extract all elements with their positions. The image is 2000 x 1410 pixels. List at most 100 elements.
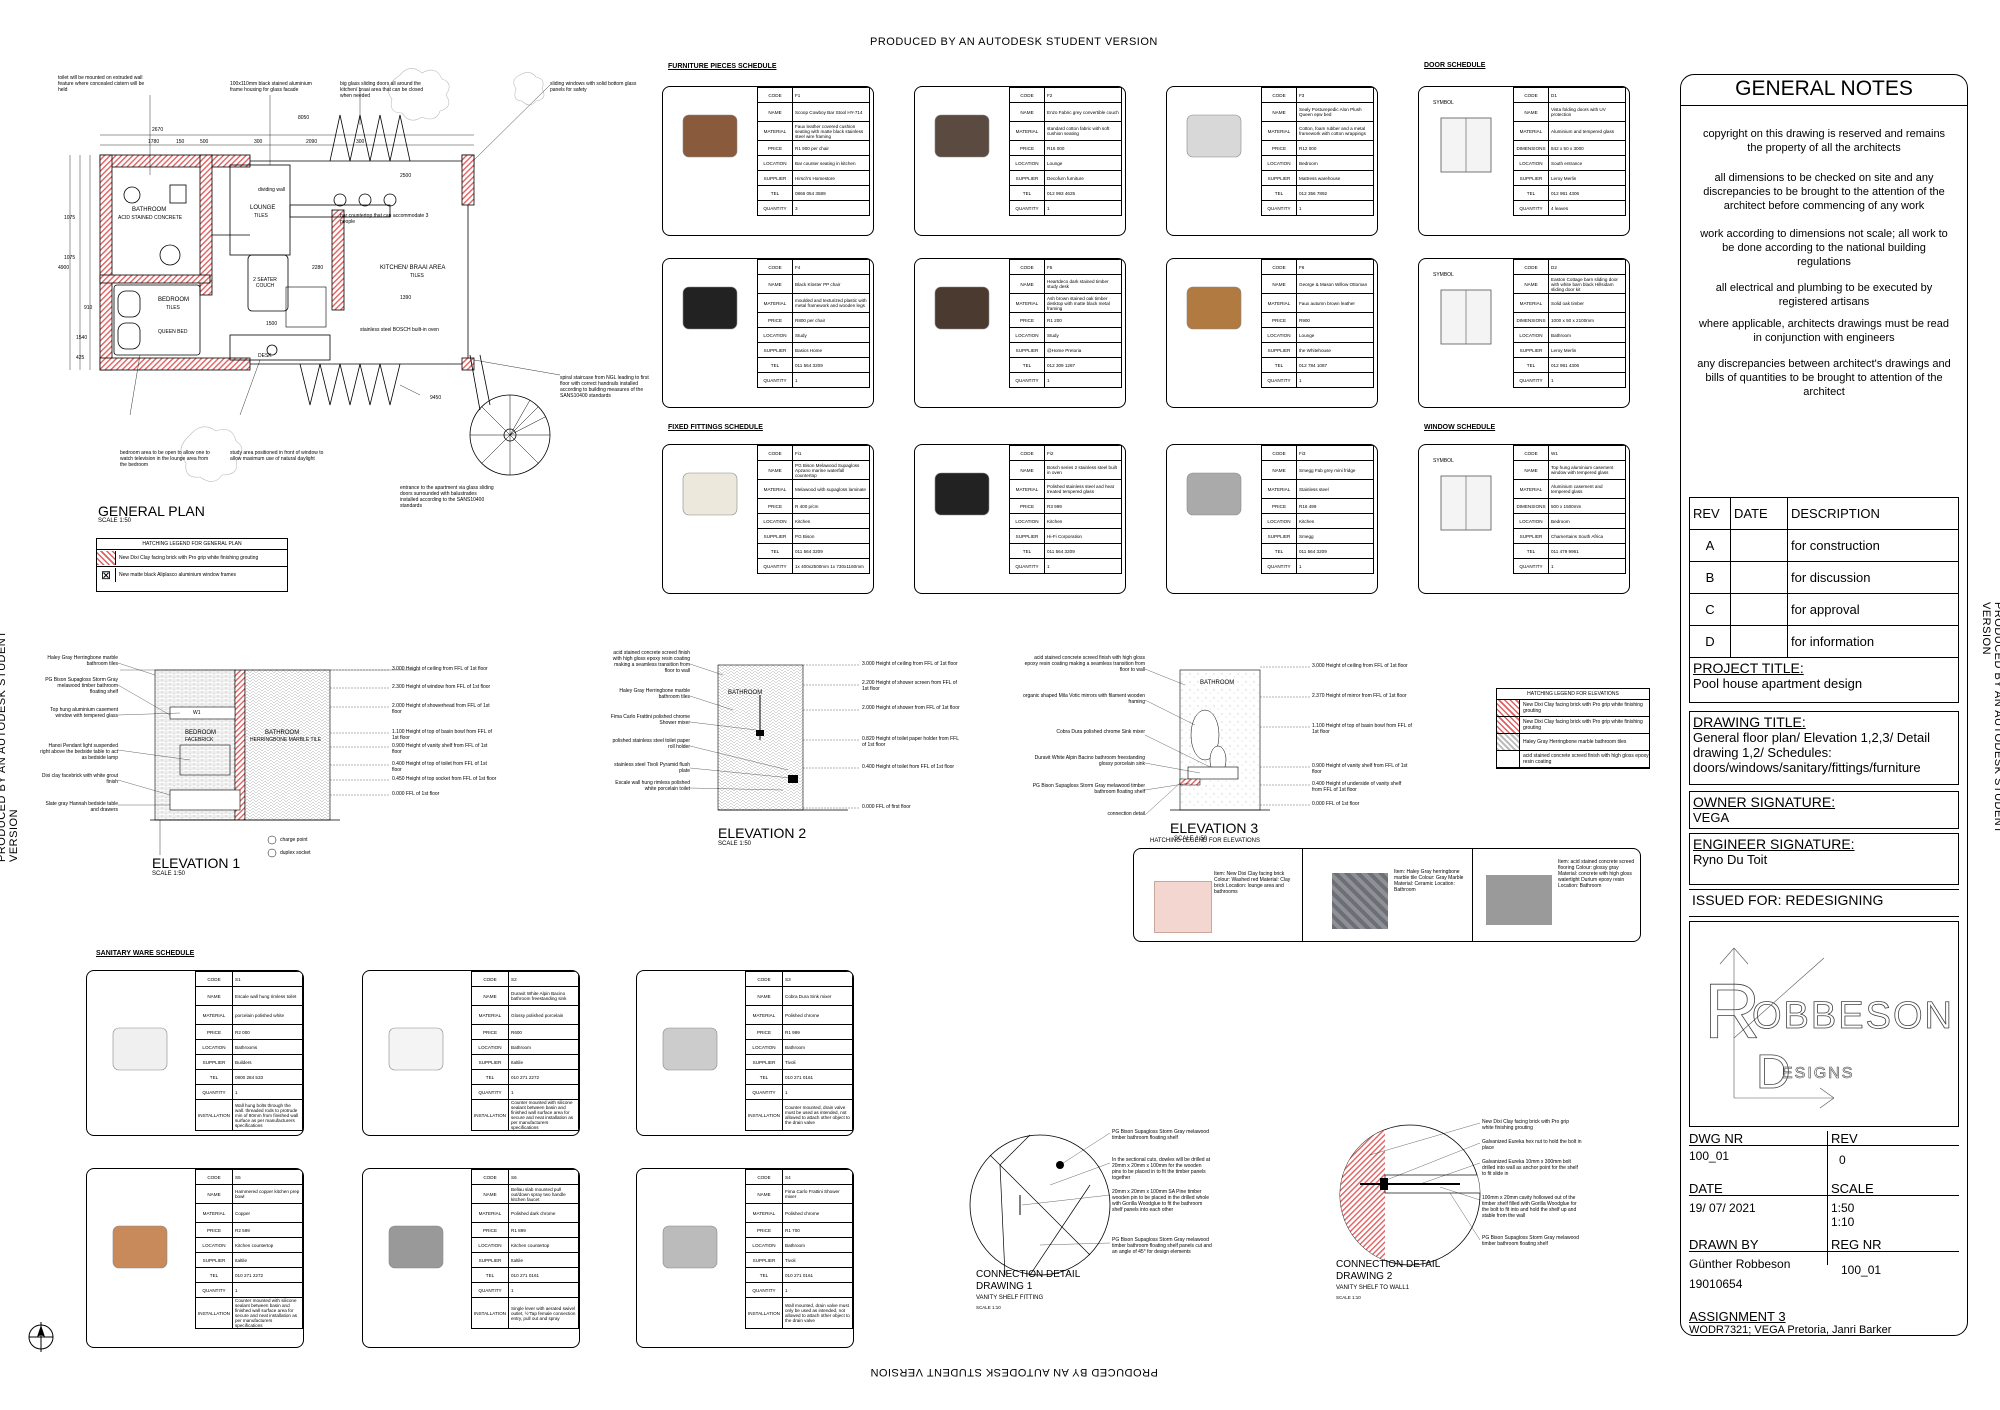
field-label: PRICE	[1261, 140, 1297, 156]
field-value: 1000 x 50 x 2100mm	[1548, 312, 1626, 328]
general-note: all electrical and plumbing to be execut…	[1715, 282, 1933, 308]
field-value: Bathroom	[508, 1039, 579, 1055]
plan-scale: SCALE 1:50	[98, 518, 132, 524]
field-label: QUANTITY	[471, 1084, 509, 1100]
plan-dimension: 910	[84, 305, 93, 311]
field-label: MATERIAL	[745, 1203, 783, 1223]
field-value: S5	[232, 1169, 303, 1185]
field-label: LOCATION	[1009, 327, 1045, 343]
scale-value-1: 1:50	[1831, 1201, 1855, 1215]
elev3-scale: SCALE 1:50	[1174, 836, 1208, 842]
field-label: SUPPLIER	[195, 1252, 233, 1268]
field-label: QUANTITY	[1261, 558, 1297, 574]
field-label: MATERIAL	[195, 1005, 233, 1025]
note-label: 0.000 FFL of 1st floor	[1312, 801, 1360, 807]
plan-dimension: 2670	[152, 127, 164, 133]
note-label: 0.450 Height of top socket from FFL of 1…	[392, 776, 497, 782]
field-label: CODE	[1261, 259, 1297, 275]
project-title-heading: PROJECT TITLE:	[1693, 660, 1804, 676]
field-label: LOCATION	[195, 1237, 233, 1253]
field-label: PRICE	[757, 312, 793, 328]
field-label: MATERIAL	[1261, 479, 1297, 499]
product-image-icon	[921, 267, 1003, 349]
field-value: Kitchen	[1296, 513, 1374, 529]
owner-signature: VEGA	[1693, 810, 1730, 825]
field-label: TEL	[757, 543, 793, 559]
brick-swatch	[1154, 881, 1212, 933]
plan-dimension: 1500	[266, 321, 278, 327]
field-value: Polished dark chrome	[508, 1203, 579, 1223]
field-value: Bedroom	[1296, 155, 1374, 171]
field-value: R600	[508, 1024, 579, 1040]
field-value: S3	[782, 971, 853, 987]
field-label: CODE	[195, 1169, 233, 1185]
field-label: CODE	[757, 87, 793, 103]
owner-heading: OWNER SIGNATURE:	[1693, 794, 1836, 810]
field-value: Basics Home	[792, 342, 870, 358]
field-value: Wall mounted, drain valve must only be u…	[782, 1297, 853, 1329]
field-label: PRICE	[1009, 312, 1045, 328]
field-value: Wall hung bolts through the wall. thread…	[232, 1099, 303, 1131]
field-label: TEL	[471, 1267, 509, 1283]
field-value: 1	[1044, 558, 1122, 574]
field-value: 1	[1296, 200, 1374, 216]
elev2-bathroom: BATHROOM	[728, 690, 763, 696]
note-label: organic shaped Mila Votic mirrors with f…	[1023, 693, 1145, 705]
note-label: 100x110mm black stained aluminium frame …	[230, 81, 312, 93]
field-label: SUPPLIER	[1009, 342, 1045, 358]
note-label: Haley Gray Herringbone marble bathroom t…	[47, 655, 118, 667]
note-label: New Dixi Clay facing brick with Pro grip…	[1482, 1119, 1569, 1131]
schedule-row-supplier: SUPPLIER@Home Pretoria	[1009, 342, 1122, 358]
field-label: QUANTITY	[757, 558, 793, 574]
field-label: LOCATION	[471, 1237, 509, 1253]
note-label: stainless steel BOSCH built-in oven	[360, 327, 439, 333]
field-label: CODE	[1513, 259, 1549, 275]
field-label: SUPPLIER	[1513, 342, 1549, 358]
field-value: Bathroom	[782, 1237, 853, 1253]
field-value: South entrance	[1548, 155, 1626, 171]
field-value: Study	[1044, 327, 1122, 343]
note-label: 2.300 Height of window from FFL of 1st f…	[392, 684, 491, 690]
field-value: R2 599	[232, 1222, 303, 1238]
field-label: CODE	[1513, 445, 1549, 461]
note-label: 3.000 Height of ceiling from FFL of 1st …	[392, 666, 488, 672]
field-label: PRICE	[471, 1024, 509, 1040]
elev3-bathroom: BATHROOM	[1200, 680, 1235, 686]
plan-legend: HATCHING LEGEND FOR GENERAL PLAN New Dix…	[96, 538, 288, 592]
field-value: Escale wall hung rimless toilet	[232, 986, 303, 1006]
product-image-icon	[373, 1199, 459, 1295]
field-value: the Whitehouse	[1296, 342, 1374, 358]
drawn-by: Günther Robbeson	[1689, 1257, 1791, 1271]
field-label: LOCATION	[195, 1039, 233, 1055]
dwg-hline-3	[1689, 1251, 1959, 1252]
field-label: CODE	[1261, 87, 1297, 103]
field-value: 1	[508, 1084, 579, 1100]
